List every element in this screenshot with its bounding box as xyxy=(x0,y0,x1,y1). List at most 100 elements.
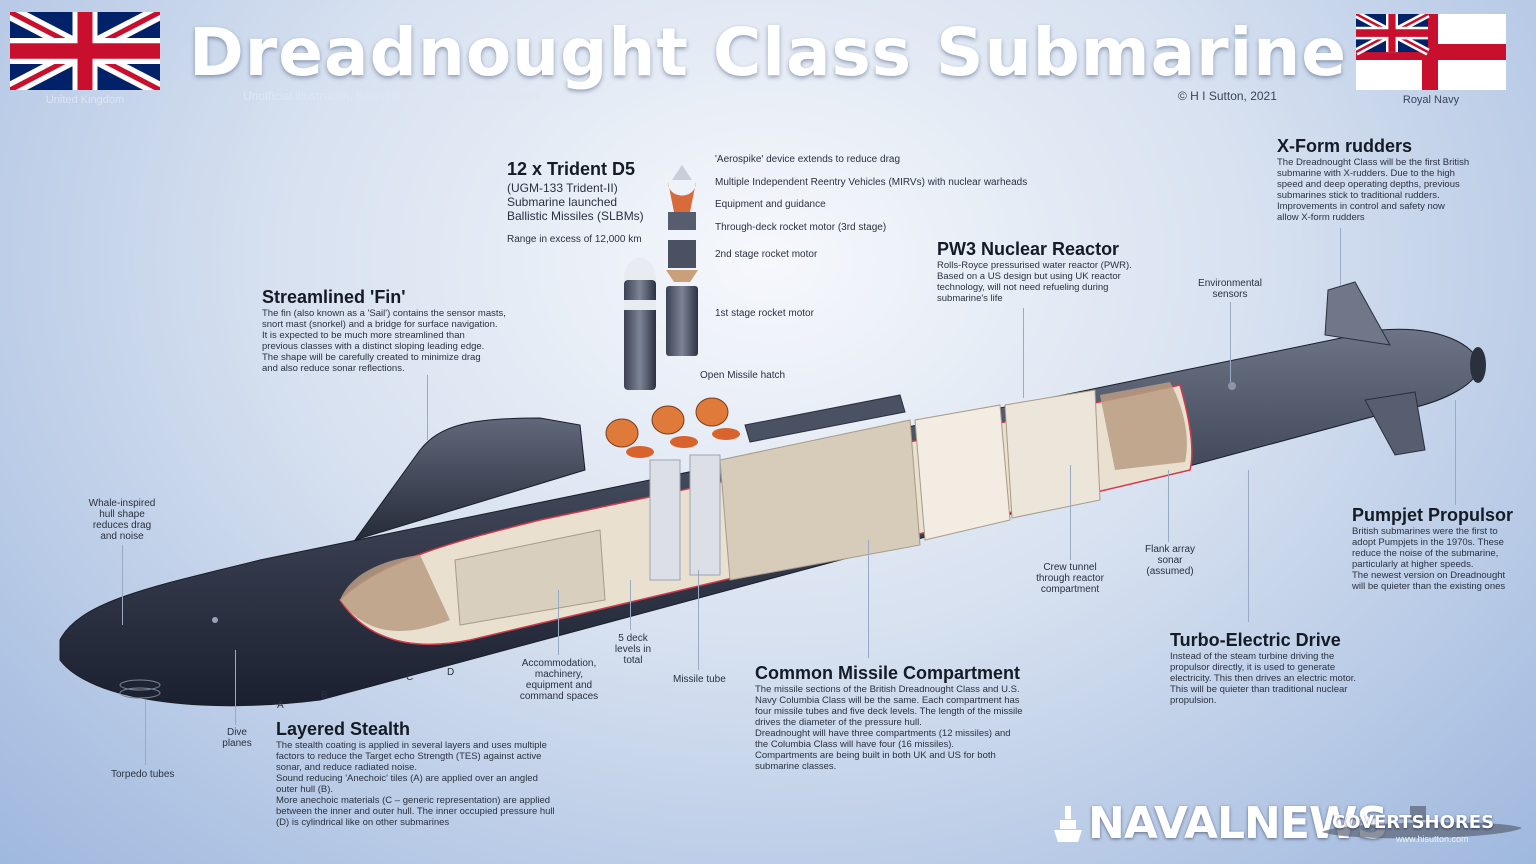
trident-range: Range in excess of 12,000 km xyxy=(507,234,642,245)
cmc-text-line: drives the diameter of the pressure hull… xyxy=(755,717,922,728)
pumpjet-title: Pumpjet Propulsor xyxy=(1352,505,1514,525)
reactor-text-line: technology, will not need refueling duri… xyxy=(937,282,1109,293)
dive-planes-line: planes xyxy=(222,738,252,749)
letter-c: C xyxy=(406,672,414,683)
cmc-text-line: the Columbia Class will have four (16 mi… xyxy=(755,739,955,750)
fin-text: The fin (also known as a 'Sail') contain… xyxy=(262,308,506,374)
crew-tunnel-line: through reactor xyxy=(1036,573,1104,584)
stealth-text-line: sonar, and reduce radiated noise. xyxy=(276,762,418,773)
pumpjet-text: British submarines were the first to ado… xyxy=(1352,526,1505,592)
accommodation-line: command spaces xyxy=(519,691,599,702)
leader-accommodation xyxy=(558,590,559,655)
part-mirv: Multiple Independent Reentry Vehicles (M… xyxy=(715,177,1028,188)
cmc-text-line: submarine classes. xyxy=(755,761,837,772)
reactor-text-line: Rolls-Royce pressurised water reactor (P… xyxy=(937,260,1132,271)
stealth-text-line: (D) is cylindrical like on other submari… xyxy=(276,817,450,828)
naval-news-logo: NAVALNEWS xyxy=(1088,798,1388,849)
accommodation-line: machinery, xyxy=(534,669,584,680)
dive-planes-label: Dive planes xyxy=(212,727,262,749)
leader-env-sensors xyxy=(1230,302,1231,382)
missile-tube-label: Missile tube xyxy=(673,674,726,685)
covertshores-url: www.hisutton.com xyxy=(1396,834,1469,844)
rudders-text-line: The Dreadnought Class will be the first … xyxy=(1277,157,1470,168)
stealth-text-line: factors to reduce the Target echo Streng… xyxy=(276,751,542,762)
leader-missile-tube xyxy=(698,570,699,670)
part-1st-stage: 1st stage rocket motor xyxy=(715,308,814,319)
pumpjet-text-line: The newest version on Dreadnought xyxy=(1352,570,1506,581)
stealth-text: The stealth coating is applied in severa… xyxy=(276,740,555,828)
pumpjet-text-line: British submarines were the first to xyxy=(1352,526,1498,537)
rudders-text-line: speed and deep operating depths, previou… xyxy=(1277,179,1460,190)
naval-news-ship-icon xyxy=(1050,800,1086,846)
trident-desc-line: (UGM-133 Trident-II) xyxy=(507,181,618,195)
leader-crew-tunnel xyxy=(1070,465,1071,560)
part-3rd-stage: Through-deck rocket motor (3rd stage) xyxy=(715,222,887,233)
letter-b: B xyxy=(321,690,328,701)
cmc-text-line: Navy Columbia Class will be the same. Ea… xyxy=(755,695,1020,706)
letter-a: A xyxy=(277,700,284,711)
accommodation-line: Accommodation, xyxy=(521,658,597,669)
rudders-text: The Dreadnought Class will be the first … xyxy=(1277,157,1469,223)
turbo-text-line: This will be quieter than traditional nu… xyxy=(1170,684,1348,695)
royal-navy-caption: Royal Navy xyxy=(1402,94,1460,106)
turbo-text: Instead of the steam turbine driving the… xyxy=(1170,651,1356,706)
turbo-title: Turbo-Electric Drive xyxy=(1170,630,1341,650)
env-sensors-label: Environmental sensors xyxy=(1190,278,1270,300)
env-sensors-line: Environmental xyxy=(1198,278,1262,289)
whale-label-line: hull shape xyxy=(99,509,145,520)
leader-pumpjet xyxy=(1455,400,1456,505)
reactor-text: Rolls-Royce pressurised water reactor (P… xyxy=(937,260,1132,304)
leader-cmc xyxy=(868,540,869,658)
stealth-text-line: Sound reducing 'Anechoic' tiles (A) are … xyxy=(276,773,538,784)
dive-planes-line: Dive xyxy=(226,727,247,738)
pumpjet-text-line: adopt Pumpjets in the 1970s. These xyxy=(1352,537,1504,548)
cmc-text-line: four missile tubes and five deck levels.… xyxy=(755,706,1023,717)
pumpjet-text-line: reduce the noise of the submarine, xyxy=(1352,548,1499,559)
fin xyxy=(353,417,586,541)
fin-text-line: The shape will be carefully created to m… xyxy=(262,352,481,363)
reactor-text-line: Based on a US design but using UK reacto… xyxy=(937,271,1121,282)
open-hatch-label: Open Missile hatch xyxy=(700,370,786,381)
page-title: Dreadnought Class Submarine xyxy=(188,14,1348,91)
accommodation-line: equipment and xyxy=(525,680,593,691)
fin-text-line: previous classes with a distinct sloping… xyxy=(262,341,485,352)
turbo-text-line: Instead of the steam turbine driving the xyxy=(1170,651,1335,662)
rudders-text-line: submarine with X-rudders. Due to the hig… xyxy=(1277,168,1455,179)
letter-d: D xyxy=(447,667,455,678)
reactor-text-line: submarine's life xyxy=(937,293,1003,304)
leader-turbo xyxy=(1248,470,1249,622)
leader-fin xyxy=(427,375,428,440)
stealth-text-line: More anechoic materials (C – generic rep… xyxy=(276,795,551,806)
cmc-text: The missile sections of the British Drea… xyxy=(755,684,1023,772)
covertshores-logo xyxy=(1318,800,1526,848)
covertshores-text: COVERTSHORES xyxy=(1332,812,1495,833)
deck-levels-line: total xyxy=(623,655,643,666)
crew-tunnel-line: Crew tunnel xyxy=(1043,562,1097,573)
torpedo-tubes-label: Torpedo tubes xyxy=(111,769,175,780)
fin-text-line: and also reduce sonar reflections. xyxy=(262,363,405,374)
top-credit: © H I Sutton, 2021 xyxy=(1178,89,1277,103)
part-guidance: Equipment and guidance xyxy=(715,199,826,210)
leader-dive xyxy=(235,650,236,725)
upper-rudder xyxy=(1324,281,1391,346)
crew-tunnel-label: Crew tunnel through reactor compartment xyxy=(1025,562,1115,595)
trident-title: 12 x Trident D5 xyxy=(507,159,636,179)
uk-flag-caption: United Kingdom xyxy=(45,94,125,106)
cmc-title: Common Missile Compartment xyxy=(755,663,1021,683)
leader-deck-levels xyxy=(630,580,631,630)
trident-desc-line: Submarine launched xyxy=(507,195,618,209)
rudders-text-line: allow X-form rudders xyxy=(1277,212,1365,223)
flank-array-label: Flank array sonar (assumed) xyxy=(1130,544,1210,577)
trident-desc: (UGM-133 Trident-II) Submarine launched … xyxy=(507,181,644,223)
whale-label-line: Whale-inspired xyxy=(88,498,156,509)
part-aerospike: 'Aerospike' device extends to reduce dra… xyxy=(715,154,901,165)
whale-label: Whale-inspired hull shape reduces drag a… xyxy=(82,498,162,542)
cmc-text-line: Dreadnought will have three compartments… xyxy=(755,728,1011,739)
deck-levels-label: 5 deck levels in total xyxy=(608,633,658,666)
part-2nd-stage: 2nd stage rocket motor xyxy=(715,249,818,260)
stealth-title: Layered Stealth xyxy=(276,719,411,739)
rudders-text-line: submarines stick to traditional rudders. xyxy=(1277,190,1440,201)
stealth-text-line: The stealth coating is applied in severa… xyxy=(276,740,547,751)
turbo-text-line: propulsion. xyxy=(1170,695,1217,706)
stealth-text-line: between the inner and outer hull. The in… xyxy=(276,806,555,817)
